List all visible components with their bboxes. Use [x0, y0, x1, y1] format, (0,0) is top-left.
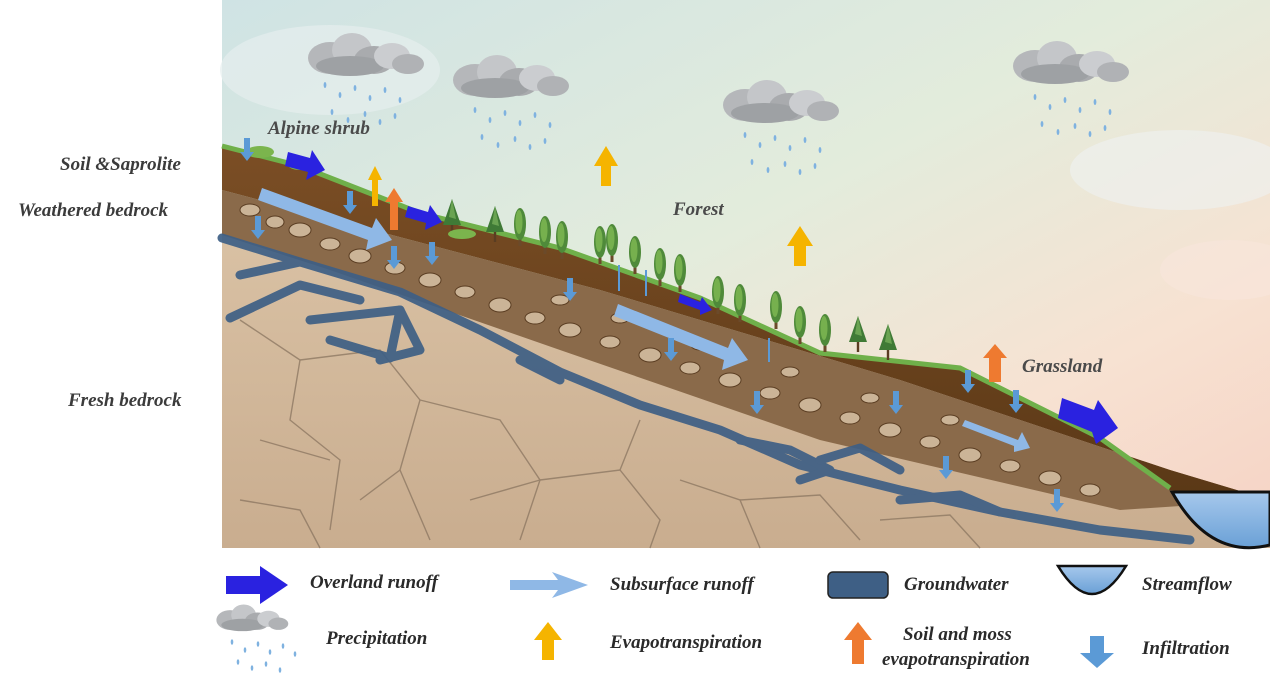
legend-groundwater-icon [827, 571, 889, 599]
label-alpine-shrub: Alpine shrub [268, 118, 370, 139]
grass-line [221, 143, 1172, 491]
rain-drops [323, 82, 1112, 175]
label-grassland: Grassland [1022, 356, 1103, 377]
weathered-rocks [239, 203, 1101, 497]
legend-infiltration-label: Infiltration [1142, 638, 1230, 659]
soil-layer [222, 148, 1270, 500]
infiltration-arrows [240, 138, 1064, 512]
label-soil-saprolite: Soil &Saprolite [60, 154, 181, 175]
legend-soil-moss-label-1: Soil and moss [903, 624, 1012, 645]
overland-runoff-arrows [285, 150, 1118, 444]
legend-subsurface-icon [510, 572, 588, 598]
legend-overland-icon [226, 566, 288, 604]
legend-infiltration-icon [1080, 636, 1114, 668]
groundwater-network [217, 233, 1195, 545]
legend-subsurface-label: Subsurface runoff [610, 574, 754, 595]
legend-streamflow-label: Streamflow [1142, 574, 1232, 595]
soil-moss-evapotranspiration-arrows [385, 188, 1007, 382]
legend-overland-label: Overland runoff [310, 572, 438, 593]
label-weathered-bedrock: Weathered bedrock [18, 200, 169, 221]
label-fresh-bedrock: Fresh bedrock [68, 390, 182, 411]
legend-soil-moss-icon [844, 622, 872, 664]
legend-precipitation-label: Precipitation [326, 628, 428, 649]
label-forest: Forest [673, 199, 724, 220]
legend-icons [216, 564, 1129, 673]
bedrock-cracks [239, 319, 981, 549]
legend-evapotranspiration-icon [534, 622, 562, 660]
legend-soil-moss-label-2: evapotranspiration [882, 649, 1030, 670]
legend-precipitation-icon [216, 604, 289, 632]
legend-evapotranspiration-label: Evapotranspiration [610, 632, 763, 653]
legend-groundwater-label: Groundwater [904, 574, 1009, 595]
weathered-bedrock [222, 190, 1270, 510]
subsurface-runoff-arrows [258, 188, 1030, 452]
legend-streamflow-icon [1055, 564, 1129, 596]
evapotranspiration-arrows [368, 146, 813, 266]
